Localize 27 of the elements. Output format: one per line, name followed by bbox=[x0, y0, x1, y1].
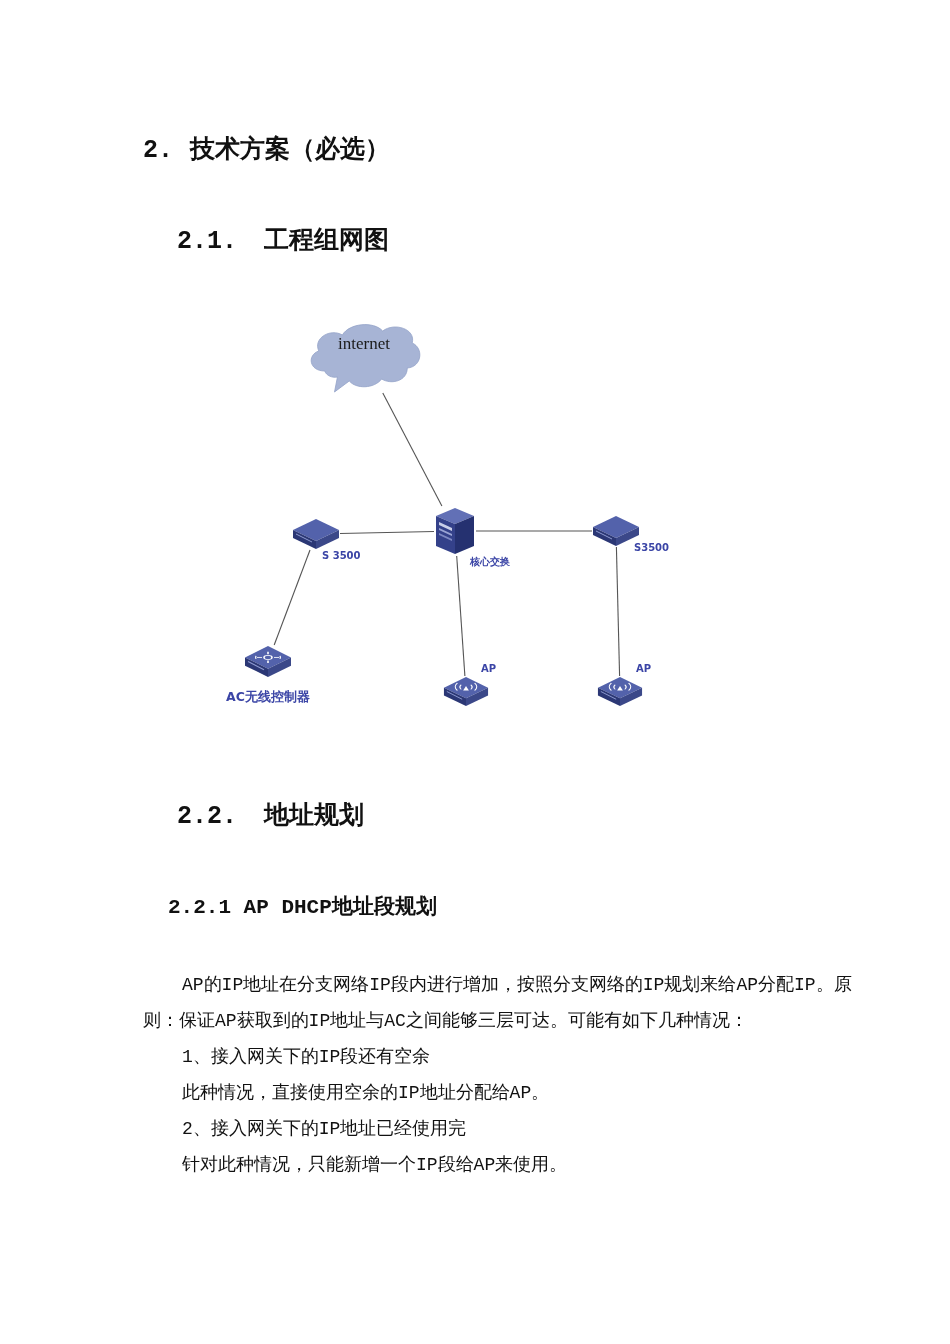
wireless-ap-icon bbox=[443, 676, 489, 707]
section-heading: 2.1. 工程组网图 bbox=[177, 227, 389, 257]
section-heading: 2.2. 地址规划 bbox=[177, 802, 364, 832]
connection-line bbox=[339, 530, 435, 535]
body-text: 针对此种情况，只能新增一个IP段给AP来使用。 bbox=[182, 1154, 568, 1177]
subsection-heading: 2.2.1 AP DHCP地址段规划 bbox=[168, 895, 437, 921]
connection-line bbox=[615, 546, 621, 677]
device-label: AC无线控制器 bbox=[226, 689, 310, 704]
section-heading: 2. 技术方案（必选） bbox=[143, 136, 390, 166]
connection-line bbox=[382, 392, 443, 507]
list-item: 2、接入网关下的IP地址已经使用完 bbox=[182, 1118, 467, 1141]
device-label: 核心交换 bbox=[470, 556, 510, 568]
router-icon bbox=[244, 645, 292, 678]
connection-line bbox=[456, 555, 466, 677]
server-icon bbox=[434, 506, 476, 556]
node-label: internet bbox=[338, 334, 390, 354]
device-label: AP bbox=[481, 663, 497, 675]
body-text: 此种情况，直接使用空余的IP地址分配给AP。 bbox=[182, 1082, 550, 1105]
device-label: S 3500 bbox=[322, 550, 361, 562]
body-paragraph: AP的IP地址在分支网络IP段内进行增加，按照分支网络的IP规划来给AP分配IP。原则：保证AP获取到的IP地址与AC之间能够三层可达。可能有如下几种情况： bbox=[143, 974, 853, 1033]
connection-line bbox=[273, 549, 311, 646]
device-label: AP bbox=[636, 663, 652, 675]
wireless-ap-icon bbox=[597, 676, 643, 707]
device-label: S3500 bbox=[634, 542, 670, 554]
connection-line bbox=[475, 530, 593, 532]
list-item: 1、接入网关下的IP段还有空余 bbox=[182, 1046, 431, 1069]
switch-icon bbox=[292, 518, 340, 550]
